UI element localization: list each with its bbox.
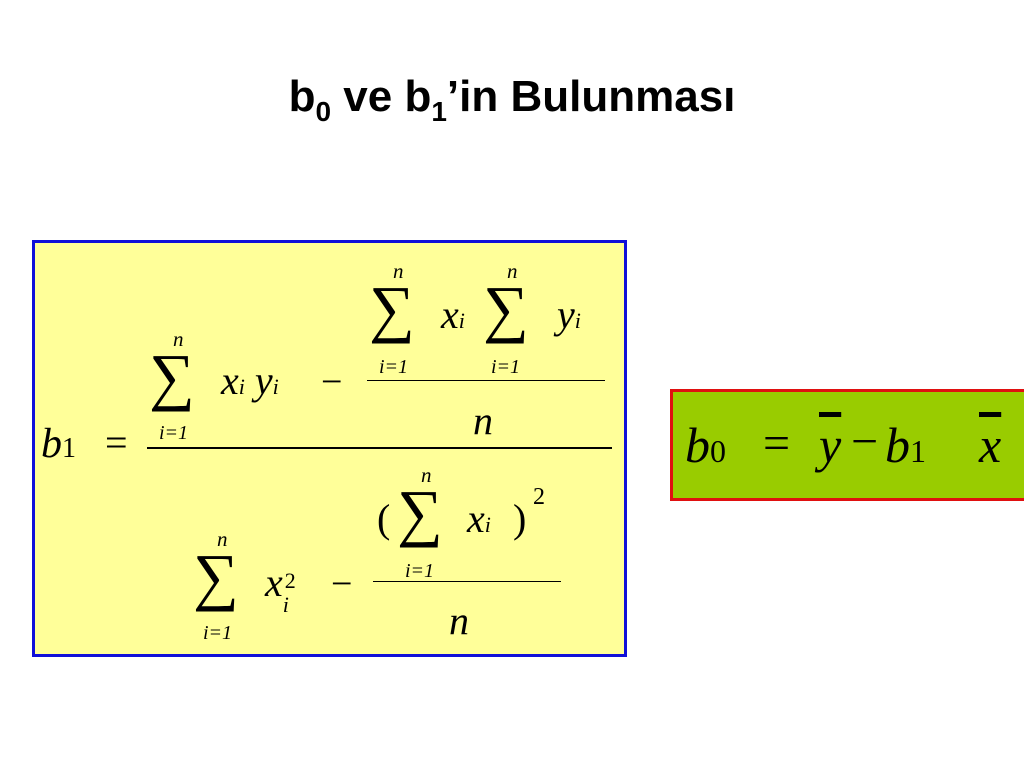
- minus-sign: −: [321, 361, 343, 403]
- sum-symbol: ∑: [483, 273, 529, 344]
- sum-lower-limit: i=1: [491, 356, 521, 378]
- sum-symbol: ∑: [149, 341, 195, 412]
- denominator-n: n: [449, 598, 469, 643]
- term-xi: xi: [441, 292, 465, 337]
- sum-upper-limit: n: [507, 259, 518, 283]
- sum-upper-limit: n: [421, 463, 432, 487]
- sum-symbol: ∑: [397, 477, 443, 548]
- y-bar: y: [819, 417, 842, 473]
- sum-lower-limit: i=1: [159, 422, 189, 444]
- x-bar: x: [979, 417, 1002, 473]
- sum-upper-limit: n: [217, 527, 228, 551]
- sum-lower-limit: i=1: [379, 356, 409, 378]
- sum-symbol: ∑: [193, 541, 239, 612]
- left-paren: (: [377, 496, 391, 541]
- slide-title: b0 ve b1’in Bulunması: [288, 72, 736, 127]
- inner-fraction-bar: [373, 581, 561, 582]
- sum-lower-limit: i=1: [405, 560, 435, 582]
- minus-sign: −: [851, 415, 879, 468]
- b1-formula-box: b1 = n ∑ i=1 xi yi − n ∑ i=1 xi n ∑ i=1 …: [32, 240, 627, 657]
- sum-upper-limit: n: [173, 327, 184, 351]
- b1-term: b1: [885, 417, 926, 473]
- minus-sign: −: [331, 563, 353, 605]
- term-xi: xi: [467, 496, 491, 541]
- right-paren: ): [513, 496, 527, 541]
- term-xi-yi: xi yi: [221, 358, 279, 403]
- sum-upper-limit: n: [393, 259, 404, 283]
- main-fraction-bar: [147, 447, 612, 449]
- sum-symbol: ∑: [369, 273, 415, 344]
- equals-sign: =: [763, 417, 791, 470]
- term-yi: yi: [557, 292, 581, 337]
- b0-lhs: b0: [685, 417, 726, 473]
- b1-lhs: b1: [41, 421, 76, 467]
- sum-lower-limit: i=1: [203, 622, 233, 644]
- equals-sign: =: [105, 420, 128, 465]
- b0-formula-box: b0 = y − b1 x: [670, 389, 1024, 501]
- squared-exponent: 2: [533, 484, 545, 510]
- denominator-n: n: [473, 398, 493, 443]
- inner-fraction-bar: [367, 380, 605, 381]
